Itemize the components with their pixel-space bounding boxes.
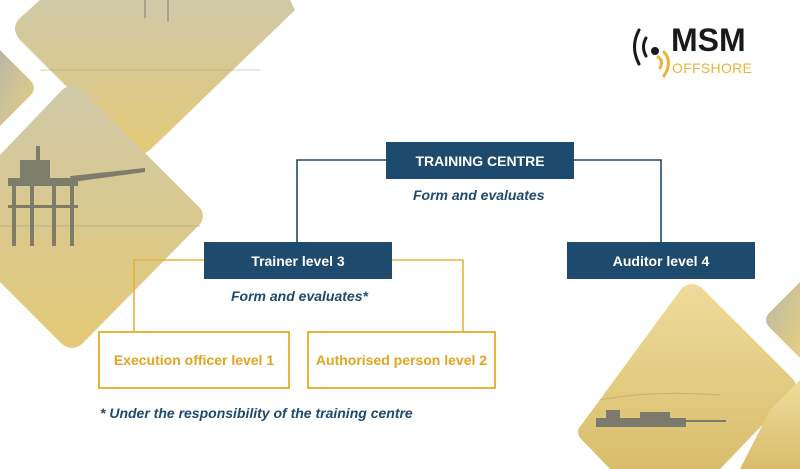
logo-brand: MSM bbox=[671, 22, 746, 58]
photo-diamond-top bbox=[15, 0, 295, 154]
connector-trainer-execution bbox=[133, 259, 204, 331]
node-training-centre: TRAINING CENTRE bbox=[386, 142, 574, 179]
label-centre-form: Form and evaluates bbox=[413, 187, 545, 203]
node-execution-officer-level-1: Execution officer level 1 bbox=[98, 331, 290, 389]
signal-waves-icon bbox=[633, 28, 670, 78]
connector-trainer-authorised bbox=[392, 259, 464, 331]
photo-diamond-platform bbox=[0, 86, 203, 348]
photo-diamond-bottom-right bbox=[740, 380, 800, 469]
node-authorised-person-level-2: Authorised person level 2 bbox=[307, 331, 496, 389]
footnote: * Under the responsibility of the traini… bbox=[100, 405, 413, 421]
logo-tagline: OFFSHORE bbox=[672, 60, 753, 76]
oil-platform-icon bbox=[8, 146, 145, 246]
photo-diamond-left-small bbox=[0, 50, 34, 126]
connector-centre-auditor bbox=[574, 159, 662, 242]
ship-icon bbox=[596, 410, 726, 427]
node-auditor-level-4: Auditor level 4 bbox=[567, 242, 755, 279]
photo-diamond-ship bbox=[578, 284, 796, 469]
label-trainer-form: Form and evaluates* bbox=[231, 288, 368, 304]
photo-diamond-right-partial bbox=[766, 282, 800, 358]
node-trainer-level-3: Trainer level 3 bbox=[204, 242, 392, 279]
connector-centre-trainer bbox=[296, 159, 386, 242]
